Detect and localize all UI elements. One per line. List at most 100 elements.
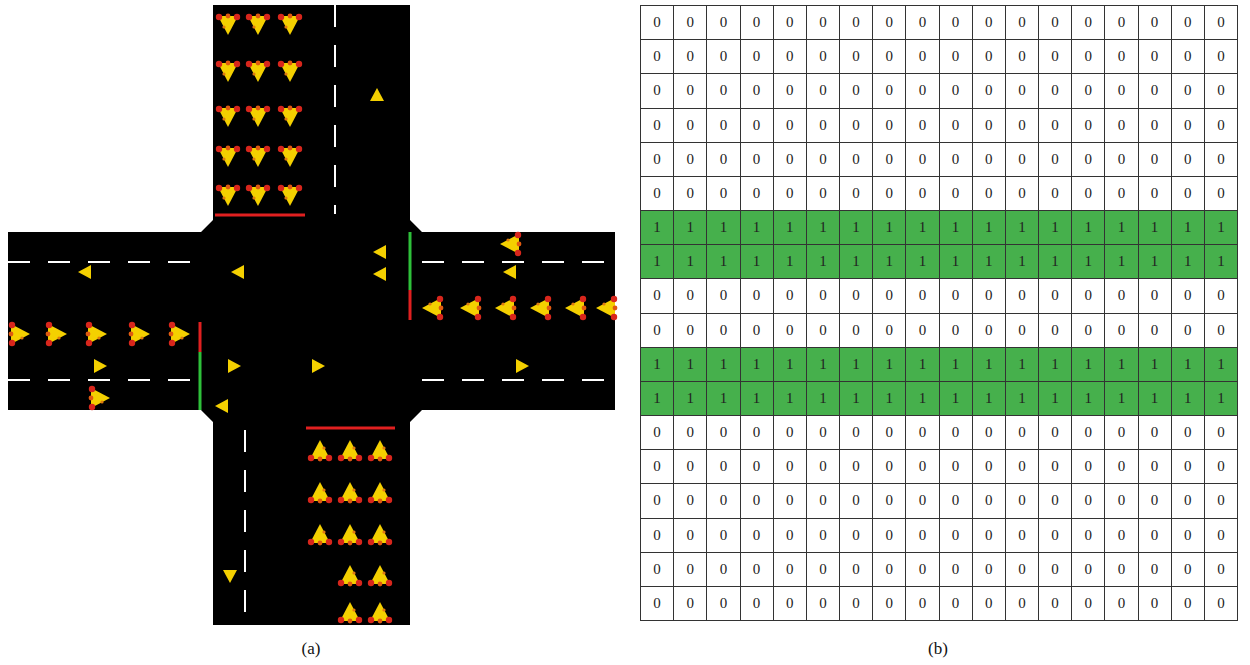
grid-cell: 0 [707, 6, 740, 40]
grid-cell: 0 [1205, 6, 1238, 40]
cell-value: 0 [786, 458, 794, 475]
cell-value: 0 [1018, 458, 1026, 475]
cell-value: 0 [919, 14, 927, 31]
grid-cell: 1 [973, 245, 1006, 279]
cell-value: 0 [720, 82, 728, 99]
grid-cell: 0 [1205, 484, 1238, 518]
grid-cell: 0 [973, 177, 1006, 211]
cell-value: 0 [1084, 561, 1092, 578]
cell-value: 0 [819, 151, 827, 168]
grid-cell: 1 [741, 348, 774, 382]
cell-value: 0 [686, 14, 694, 31]
cell-value: 1 [686, 390, 694, 407]
cell-value: 1 [919, 219, 927, 236]
grid-cell: 0 [674, 6, 707, 40]
cell-value: 1 [786, 219, 794, 236]
cell-value: 0 [1018, 561, 1026, 578]
cell-value: 0 [819, 595, 827, 612]
grid-cell: 0 [873, 279, 906, 313]
cell-value: 1 [985, 356, 993, 373]
cell-value: 0 [852, 561, 860, 578]
cell-value: 0 [1084, 117, 1092, 134]
grid-cell: 0 [906, 484, 939, 518]
cell-value: 0 [952, 492, 960, 509]
grid-cell: 0 [707, 314, 740, 348]
cell-value: 0 [753, 14, 761, 31]
cell-value: 0 [1151, 82, 1159, 99]
grid-cell: 0 [707, 279, 740, 313]
cell-value: 1 [819, 356, 827, 373]
grid-cell: 0 [1205, 519, 1238, 553]
subfigure-label: (b) [928, 639, 948, 659]
grid-cell: 0 [873, 143, 906, 177]
cell-value: 0 [952, 527, 960, 544]
cell-value: 0 [653, 48, 661, 65]
grid-cell: 0 [940, 587, 973, 621]
cell-value: 0 [819, 82, 827, 99]
cell-value: 0 [952, 14, 960, 31]
grid-cell: 0 [1105, 553, 1138, 587]
grid-cell: 1 [1205, 211, 1238, 245]
grid-cell: 0 [940, 450, 973, 484]
grid-cell: 0 [1139, 484, 1172, 518]
grid-cell: 1 [873, 348, 906, 382]
grid-cell: 0 [674, 143, 707, 177]
cell-value: 0 [1217, 82, 1225, 99]
cell-value: 1 [885, 253, 893, 270]
grid-cell: 0 [1172, 314, 1205, 348]
cell-value: 0 [753, 287, 761, 304]
grid-cell: 0 [973, 143, 1006, 177]
cell-value: 0 [952, 561, 960, 578]
grid-cell: 0 [1205, 40, 1238, 74]
cell-value: 0 [686, 48, 694, 65]
grid-cell: 0 [840, 450, 873, 484]
cell-value: 1 [919, 356, 927, 373]
grid-cell: 1 [741, 382, 774, 416]
cell-value: 0 [885, 561, 893, 578]
cell-value: 0 [653, 287, 661, 304]
grid-cell: 0 [741, 553, 774, 587]
cell-value: 0 [1217, 424, 1225, 441]
cell-value: 1 [1118, 253, 1126, 270]
grid-cell: 0 [973, 314, 1006, 348]
cell-value: 0 [653, 82, 661, 99]
cell-value: 0 [1217, 287, 1225, 304]
grid-cell: 0 [1205, 109, 1238, 143]
grid-cell: 0 [641, 177, 674, 211]
grid-cell: 0 [707, 587, 740, 621]
grid-cell: 0 [1072, 314, 1105, 348]
grid-cell: 0 [940, 143, 973, 177]
cell-value: 0 [985, 48, 993, 65]
grid-cell: 1 [1139, 382, 1172, 416]
grid-cell: 0 [674, 314, 707, 348]
cell-value: 0 [1084, 492, 1092, 509]
cell-value: 0 [1184, 595, 1192, 612]
cell-value: 1 [1018, 390, 1026, 407]
cell-value: 1 [1151, 219, 1159, 236]
grid-cell: 0 [1105, 484, 1138, 518]
grid-cell: 1 [906, 245, 939, 279]
grid-cell: 0 [906, 314, 939, 348]
grid-cell: 1 [674, 382, 707, 416]
cell-value: 0 [852, 527, 860, 544]
grid-cell: 0 [1072, 279, 1105, 313]
cell-value: 0 [653, 492, 661, 509]
cell-value: 1 [1084, 390, 1092, 407]
cell-value: 0 [1184, 151, 1192, 168]
grid-cell: 1 [1006, 211, 1039, 245]
grid-cell: 0 [1105, 177, 1138, 211]
grid-cell: 0 [1172, 279, 1205, 313]
cell-value: 0 [1184, 117, 1192, 134]
grid-cell: 0 [1072, 519, 1105, 553]
grid-cell: 1 [1006, 382, 1039, 416]
cell-value: 0 [786, 492, 794, 509]
cell-value: 1 [1151, 253, 1159, 270]
cell-value: 0 [1184, 287, 1192, 304]
grid-cell: 0 [840, 177, 873, 211]
grid-cell: 1 [840, 211, 873, 245]
grid-cell: 0 [1172, 519, 1205, 553]
cell-value: 1 [885, 356, 893, 373]
cell-value: 0 [1217, 595, 1225, 612]
grid-cell: 0 [1072, 484, 1105, 518]
cell-value: 0 [919, 595, 927, 612]
